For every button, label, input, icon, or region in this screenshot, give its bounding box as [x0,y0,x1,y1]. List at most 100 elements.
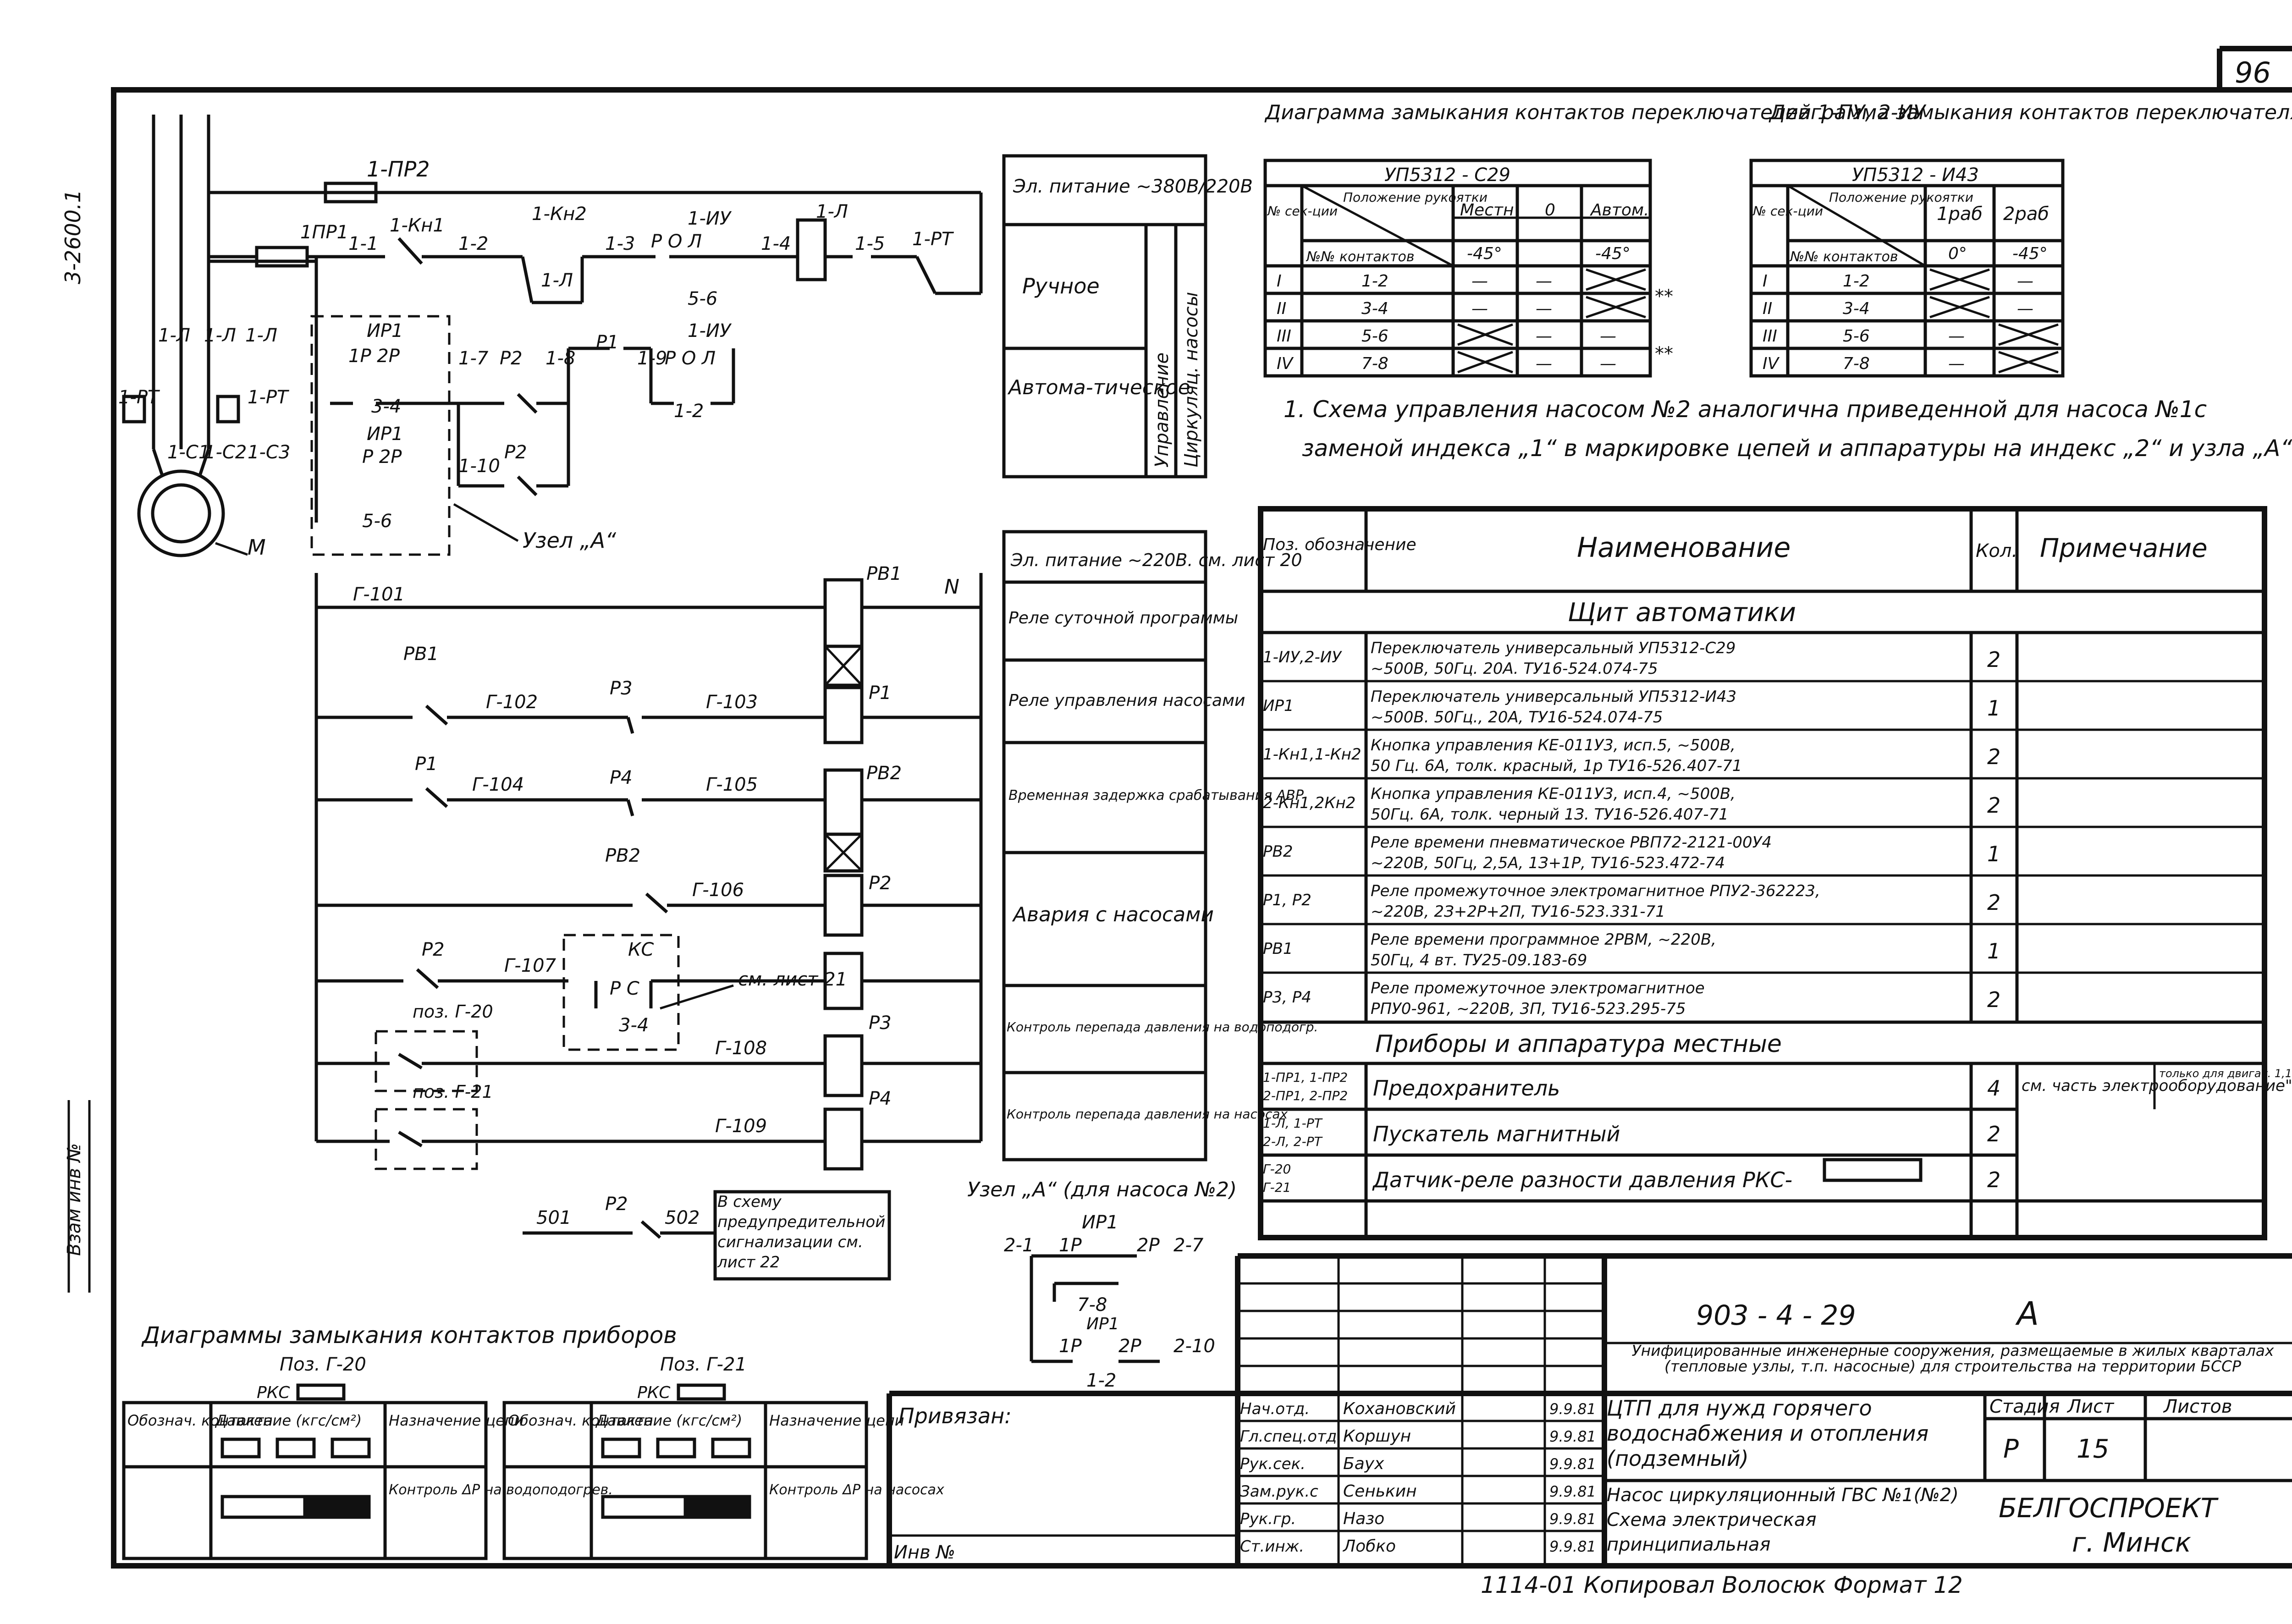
thermal-rt-2: 1-РТ [248,387,290,408]
contact-p3: Р3 [610,678,633,699]
diag2-contact-pair: 1-2 [1843,272,1870,291]
diag1-contact-pair: 7-8 [1361,354,1388,373]
device-h-purpose: Назначение цепи [389,1412,524,1429]
diag1-open-mark: — [1536,327,1552,346]
alarm-contact-p2: Р2 [605,1194,628,1215]
wire-g105: Г-105 [706,774,758,795]
diag2-open-mark: — [2017,272,2033,291]
purpose2-row-2: Реле управления насосами [1008,691,1245,710]
spec-row-name-detail: РПУ0-961, ~220В, 3П, ТУ16-523.295-75 [1371,1000,1686,1018]
stamp-date: 9.9.81 [1549,1483,1596,1500]
motor-label: М [248,535,266,560]
diag1-open-mark: — [1536,354,1552,373]
diag1-title-1: Диаграмма замыкания контактов переключат… [1264,101,1927,124]
spec-row-position: Р3, Р4 [1263,988,1311,1007]
diag1-section-number: I [1277,272,1282,291]
stamp-name: Баух [1343,1454,1384,1473]
spec-local-name: Датчик-реле разности давления РКС- [1372,1167,1792,1192]
stamp-name: Лобко [1342,1537,1396,1556]
control-circuit [209,182,983,556]
switch-up1-b-contact: 5-6 [362,511,392,532]
spec-row-name: Реле времени пневматическое РВП72-2121-0… [1371,833,1772,852]
diag1-angle-3: -45° [1595,244,1631,263]
spec-row-name-detail: 50 Гц. 6А, толк. красный, 1р ТУ16-526.40… [1371,757,1742,775]
spec-row-quantity: 1 [1987,696,2000,721]
diag2-open-mark: — [1948,354,1965,373]
spec-local-quantity: 2 [1987,1122,2000,1146]
margin-code: 3-2600.1 [61,189,85,284]
spec-row-name-detail: ~500В. 50Гц., 20А, ТУ16-524.074-75 [1371,708,1663,727]
stage-header: Стадия [1989,1396,2060,1417]
node-a2-top-4: 2-7 [1174,1235,1204,1256]
stamp-date: 9.9.81 [1549,1510,1596,1528]
button-kn1-label: 1-Кн1 [390,215,445,236]
stamp-role: Рук.сек. [1240,1455,1306,1473]
spec-h-pos: Поз. обозначение [1263,535,1416,554]
sheet-header: Лист [2066,1396,2115,1417]
node-a-pump2 [1030,1254,1160,1363]
diag1-open-mark: — [1536,272,1552,291]
diag1-open-mark: — [1471,272,1488,291]
switch-iu-top-pos: Р О Л [651,231,702,252]
spec-row-position: 1-Кн1,1-Кн2 [1263,745,1361,764]
stamp-date: 9.9.81 [1549,1538,1596,1555]
drawing-title-1: ЦТП для нужд горячего водоснабжения и от… [1607,1396,1929,1471]
fuse-1pr1-label: 1ПР1 [300,222,348,243]
switch-iu-top-contact: 5-6 [688,288,717,309]
kc-label: КС [628,939,654,960]
node-a2-title: Узел „А“ (для насоса №2) [967,1178,1237,1201]
device-scale-box [711,1437,751,1459]
spec-row-quantity: 2 [1987,744,2000,769]
wire-1-3: 1-3 [605,233,635,254]
alarm-circuit [523,1190,891,1281]
device-bar-fill [683,1495,751,1519]
node-a2-contact1: 7-8 [1077,1294,1107,1316]
coil-rv1: РВ1 [866,563,902,584]
contact-rt-label: 1-РТ [912,229,954,250]
sheet-number: 96 [2235,56,2271,89]
diag1-stars-2: ** [1655,343,1673,364]
diag2-open-mark: — [2017,299,2033,318]
device-scale-box [656,1437,696,1459]
wire-g107: Г-107 [504,955,556,976]
project-title: Унифицированные инженерные сооружения, р… [1631,1343,2274,1375]
diag2-type: УП5312 - И43 [1852,165,1979,186]
spec-local-position: 1-Л, 1-РТ [1263,1116,1323,1131]
spec-row-position: Р1, Р2 [1263,891,1311,909]
switch-up1-a: ИР1 [367,320,403,341]
wire-1-5: 1-5 [855,233,885,254]
device-h-pressure: Давление (кгс/см²) [595,1412,742,1429]
spec-row-name-detail: ~220В, 50Гц, 2,5А, 1З+1Р, ТУ16-523.472-7… [1371,854,1725,872]
margin-inv: Взам инв № [64,1143,85,1256]
purpose2-row-4: Авария с насосами [1012,903,1214,926]
node-a2-contact2: 1-2 [1086,1370,1116,1391]
button-kn2-label: 1-Кн2 [532,204,587,225]
diag2-section-number: III [1763,327,1777,346]
contact-p1-label: Р1 [596,332,619,353]
contact-l-1: 1-Л [158,325,190,346]
purpose2-row-3: Временная задержка срабатывания АВР [1008,787,1304,804]
node-a2-top-2: 1Р [1059,1235,1082,1256]
spec-local-position: Г-20 [1263,1162,1291,1177]
diag1-col-1: Местн [1460,201,1514,220]
diag1-col-3: Автом. [1590,201,1649,220]
diag2-hdr-pos: Положение рукоятки [1829,190,1973,205]
contact-p2b-label: Р2 [504,442,527,463]
wire-g104: Г-104 [472,774,524,795]
node-a2-top-3: 2Р [1137,1235,1160,1256]
node-a2-bottom-3: 2-10 [1174,1336,1215,1357]
device-poz-label: Поз. Г-21 [660,1354,747,1375]
stamp-role: Рук.гр. [1240,1510,1296,1528]
terminal-c2: 1-С2 [204,442,247,463]
spec-h-name: Наименование [1577,532,1791,564]
purpose1-header: Эл. питание ~380В/220В [1013,176,1253,197]
inv-label: Инв № [894,1542,955,1563]
diag2-section-number: I [1763,272,1768,291]
coil-l-label: 1-Л [816,201,848,222]
purpose1-side-2: Циркуляц. насосы [1181,292,1202,468]
fuse-1-pr2-label: 1-ПР2 [367,157,430,182]
diag1-hdr-contacts: №№ контактов [1306,249,1415,265]
